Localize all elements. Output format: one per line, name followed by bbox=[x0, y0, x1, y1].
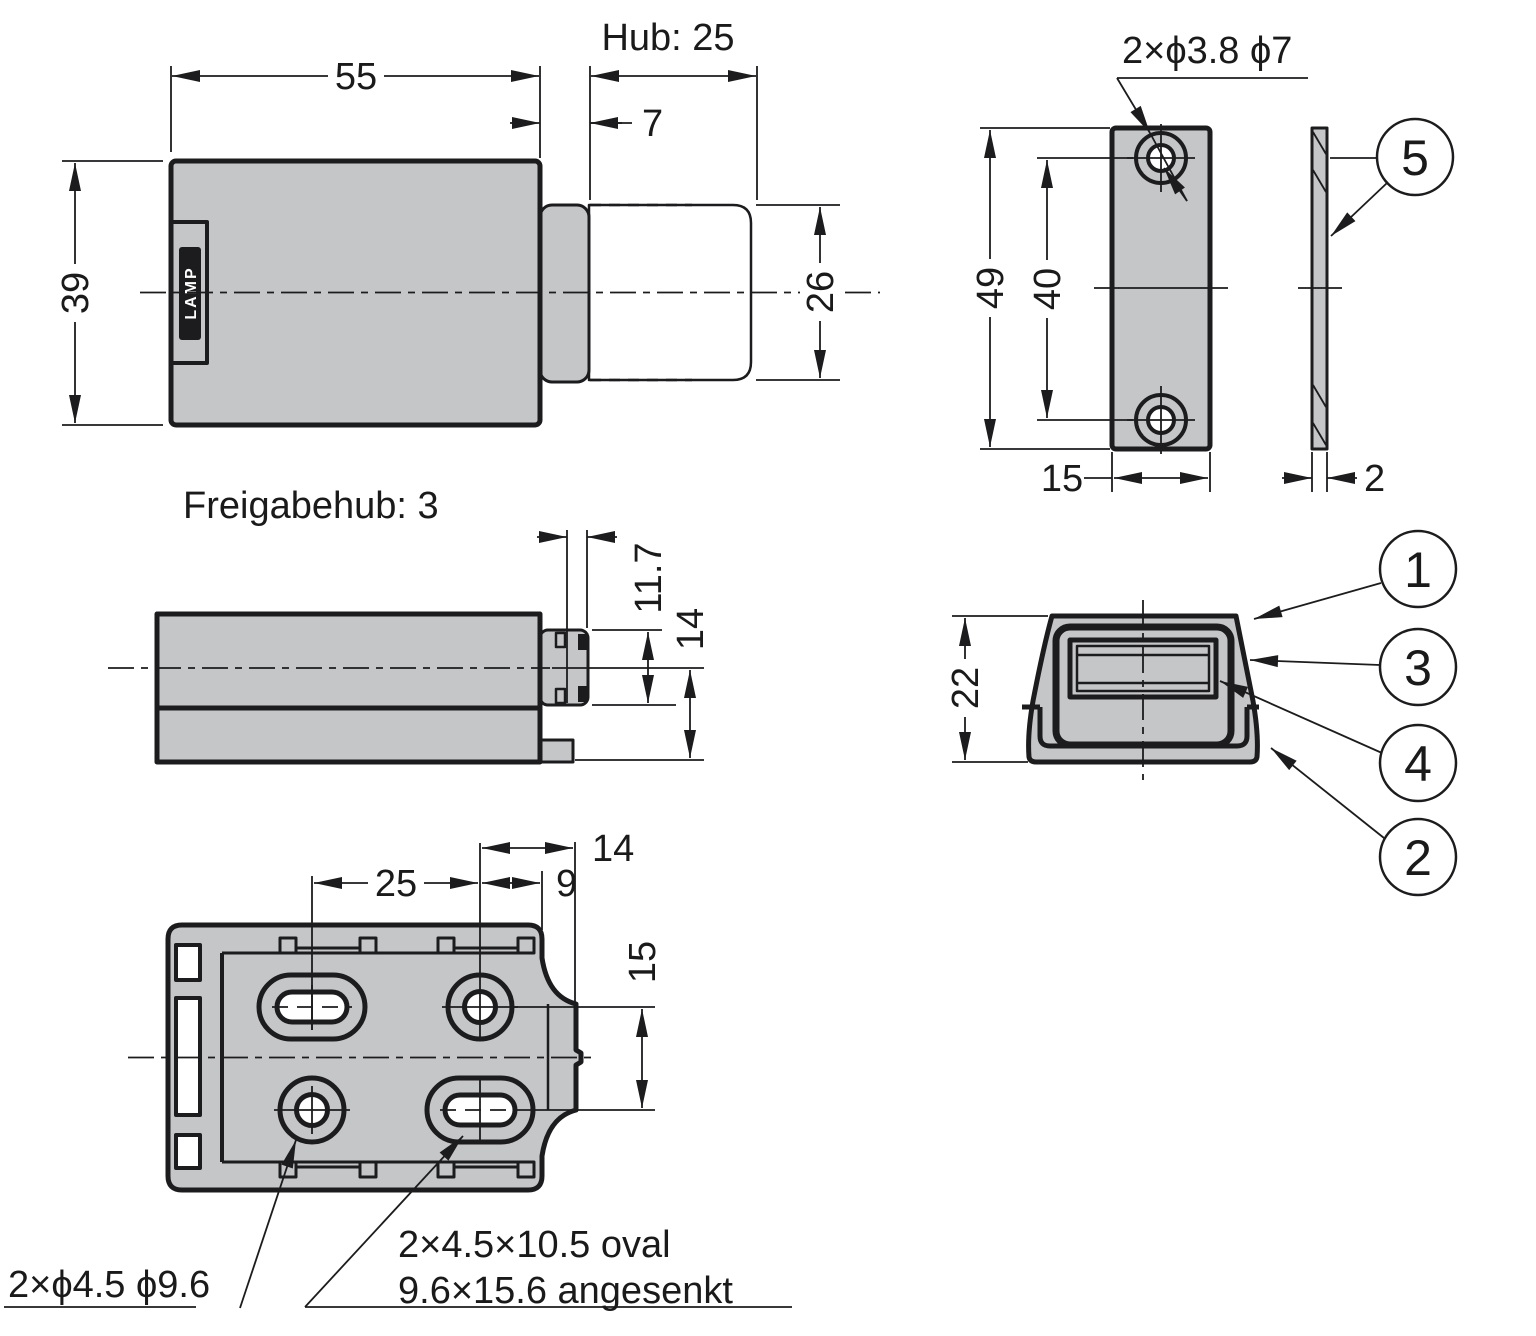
dim-15-plate-label: 15 bbox=[1041, 458, 1083, 500]
balloon-1: 1 bbox=[1253, 529, 1458, 620]
strike-plate-views: 2×ϕ3.8 ϕ7 49 40 15 bbox=[970, 30, 1455, 500]
dimension-7: 7 bbox=[510, 103, 663, 145]
dimension-39: 39 bbox=[55, 160, 163, 426]
round-hole-note-label: 2×ϕ4.5 ϕ9.6 bbox=[8, 1264, 210, 1306]
release-note: Freigabehub: 3 bbox=[183, 485, 439, 527]
plate-hole-note-label: 2×ϕ3.8 ϕ7 bbox=[1122, 30, 1292, 72]
dimension-49: 49 bbox=[970, 127, 1110, 450]
balloon-1-circle bbox=[1378, 529, 1458, 609]
dim-55-label: 55 bbox=[335, 56, 377, 98]
release-body bbox=[154, 611, 543, 765]
plunger-step bbox=[538, 203, 591, 384]
balloon-1-number: 1 bbox=[1404, 542, 1432, 598]
balloon-5: 5 bbox=[1330, 117, 1455, 237]
dimension-hub-25: Hub: 25 bbox=[589, 17, 758, 200]
dim-2-label: 2 bbox=[1364, 458, 1385, 500]
oval-hole-note-line1: 2×4.5×10.5 oval bbox=[398, 1224, 671, 1266]
foot bbox=[538, 738, 575, 764]
hub-label: Hub: 25 bbox=[601, 17, 734, 59]
balloon-2-circle bbox=[1378, 817, 1458, 897]
dimension-25: 25 bbox=[311, 862, 478, 1030]
plate-edge-chamfers bbox=[1312, 131, 1327, 446]
oval-hole-bottom-right bbox=[424, 1075, 536, 1145]
dimension-15-plate: 15 bbox=[1041, 452, 1211, 500]
oval-hole-note-line2: 9.6×15.6 angesenkt bbox=[398, 1270, 733, 1312]
dim-11-7-label: 11.7 bbox=[628, 542, 670, 613]
dimension-55: 55 bbox=[170, 55, 541, 158]
dim-39-label: 39 bbox=[55, 272, 97, 314]
plate-hole-bottom bbox=[1127, 386, 1195, 454]
balloon-3-circle bbox=[1378, 627, 1458, 707]
balloon-2: 2 bbox=[1270, 747, 1458, 897]
dim-22-label: 22 bbox=[945, 667, 987, 709]
balloon-5-circle bbox=[1375, 117, 1455, 197]
front-view: 22 1 3 4 2 bbox=[945, 529, 1458, 897]
balloon-4: 4 bbox=[1219, 680, 1458, 803]
logo-plate bbox=[179, 247, 201, 340]
side-view-release: Freigabehub: 3 11.7 14 bbox=[108, 485, 712, 765]
dim-49-label: 49 bbox=[970, 267, 1012, 309]
plate-hole-note: 2×ϕ3.8 ϕ7 bbox=[1116, 30, 1308, 202]
balloon-4-number: 4 bbox=[1404, 736, 1432, 792]
dimension-26: 26 bbox=[756, 204, 842, 381]
dimension-release-gap bbox=[537, 530, 617, 632]
dim-25-label: 25 bbox=[375, 863, 417, 905]
dimension-11-7: 11.7 bbox=[592, 542, 676, 706]
balloon-2-number: 2 bbox=[1404, 830, 1432, 886]
dimension-14-release: 14 bbox=[552, 608, 712, 761]
dim-15-mounting-label: 15 bbox=[622, 941, 664, 983]
front-body bbox=[1026, 613, 1260, 765]
dimension-14-mounting: 14 bbox=[479, 828, 634, 1041]
mounting-view: 14 25 9 15 2×ϕ4.5 ϕ9.6 2×4.5×10.5 bbox=[4, 828, 792, 1312]
balloon-3: 3 bbox=[1249, 627, 1458, 707]
dimension-22: 22 bbox=[945, 615, 1048, 763]
balloon-4-circle bbox=[1378, 723, 1458, 803]
round-hole-note: 2×ϕ4.5 ϕ9.6 bbox=[4, 1139, 297, 1309]
dim-40-label: 40 bbox=[1027, 268, 1069, 310]
balloon-3-number: 3 bbox=[1404, 640, 1432, 696]
dimension-9: 9 bbox=[482, 863, 577, 930]
dim-26-label: 26 bbox=[800, 271, 842, 313]
clip-slots bbox=[174, 943, 202, 1170]
oval-hole-note: 2×4.5×10.5 oval 9.6×15.6 angesenkt bbox=[304, 1135, 792, 1312]
dim-14-release-label: 14 bbox=[670, 608, 712, 650]
dimension-40: 40 bbox=[1027, 157, 1133, 421]
dimension-2: 2 bbox=[1282, 452, 1385, 500]
dim-14-mounting-label: 14 bbox=[592, 828, 634, 870]
dimension-15-mounting: 15 bbox=[512, 941, 664, 1111]
dim-7-label: 7 bbox=[642, 103, 663, 145]
dim-9-label: 9 bbox=[556, 863, 577, 905]
balloon-5-number: 5 bbox=[1401, 130, 1429, 186]
round-hole-bottom-left bbox=[274, 1075, 350, 1145]
side-view-extended: LAMP 55 Hub: 25 7 39 bbox=[55, 17, 880, 428]
front-plunger-face bbox=[1075, 644, 1211, 693]
